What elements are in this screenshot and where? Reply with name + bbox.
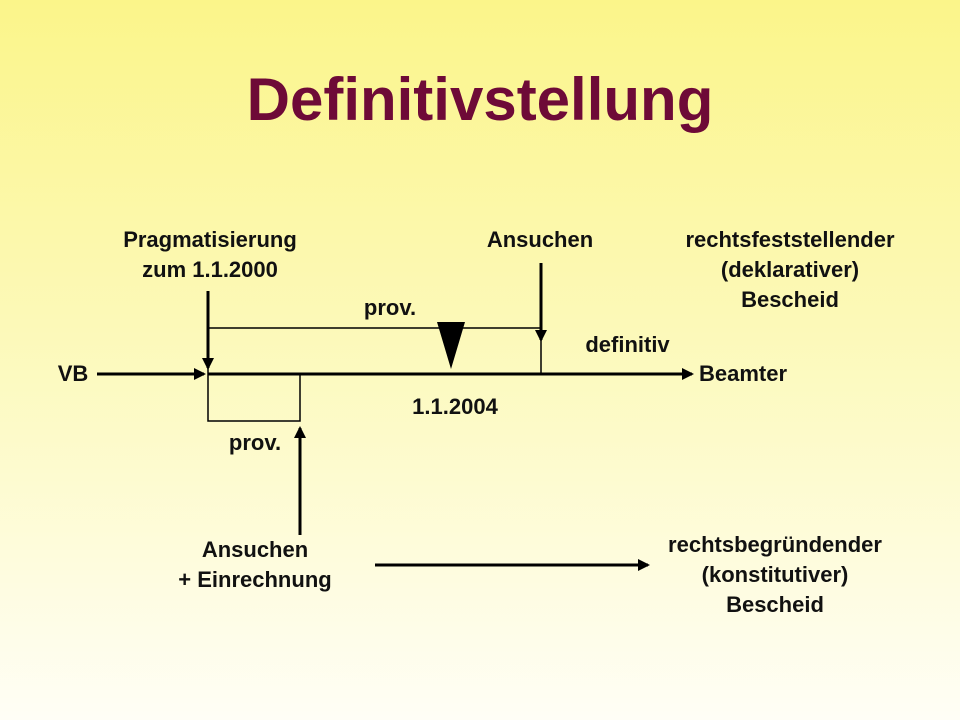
rechtsfeststellender-label: rechtsfeststellender (deklarativer) Besc… <box>685 227 895 312</box>
ansuchen-einrechnung-label: Ansuchen + Einrechnung <box>178 537 332 592</box>
rechtsbegruendender-label: rechtsbegründender (konstitutiver) Besch… <box>668 532 882 617</box>
prov-bottom-label: prov. <box>228 430 282 455</box>
slide-title: Definitivstellung <box>246 66 714 133</box>
prov-top-label: prov. <box>363 295 417 320</box>
beamter-label: Beamter <box>698 361 788 386</box>
ansuchen-top-label: Ansuchen <box>486 227 594 252</box>
date-marker-label: 1.1.2004 <box>412 394 498 419</box>
prov-lower-bracket <box>207 374 301 422</box>
down-triangle-icon <box>437 322 465 369</box>
vb-label: VB <box>57 361 89 386</box>
definitiv-label: definitiv <box>585 332 670 357</box>
prov-upper-bracket <box>207 327 542 374</box>
pragmatisierung-label: Pragmatisierung zum 1.1.2000 <box>123 227 297 282</box>
